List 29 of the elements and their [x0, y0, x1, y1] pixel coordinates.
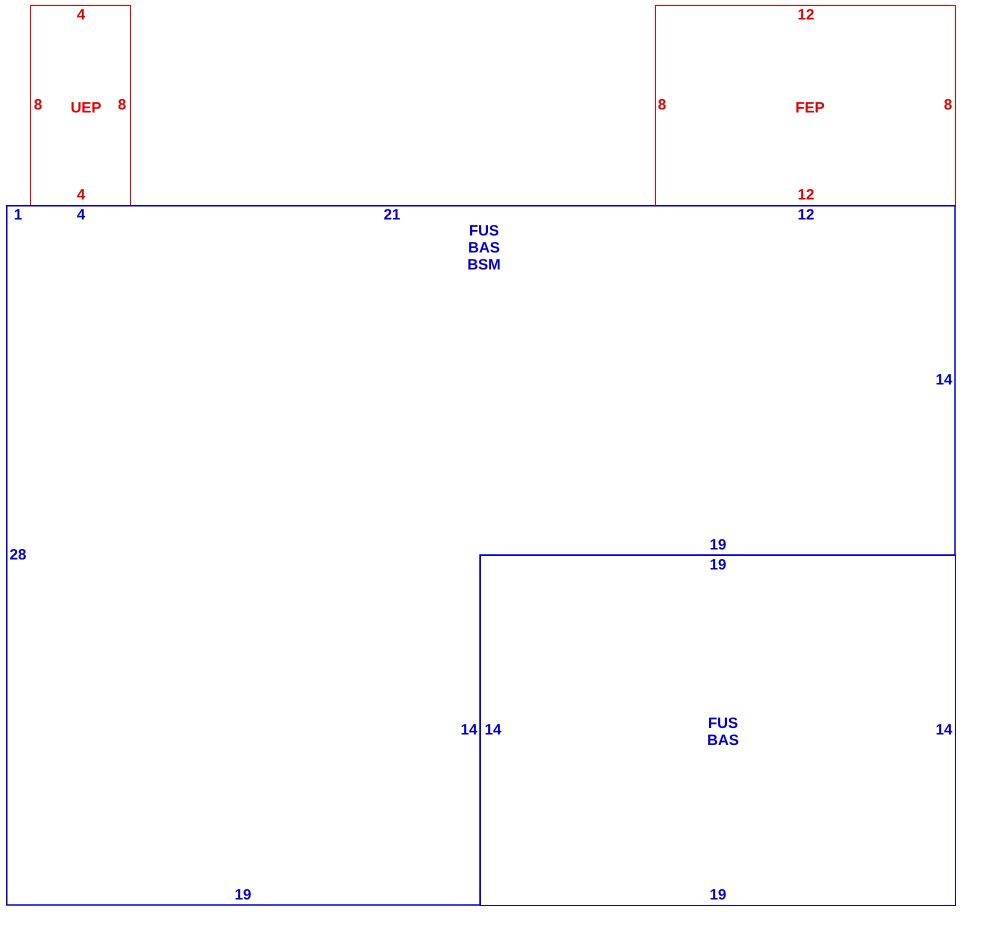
dimension-label: 8 — [944, 96, 952, 114]
dimension-label: 8 — [34, 96, 42, 114]
dimension-label: 19 — [710, 536, 726, 554]
dimension-label: 21 — [384, 206, 400, 224]
room-code: FEP — [794, 100, 826, 116]
dimension-label: 19 — [710, 556, 726, 574]
room-area — [655, 5, 956, 206]
dimension-label: 12 — [798, 6, 814, 24]
dimension-label: 8 — [658, 96, 666, 114]
dimension-label: 4 — [76, 186, 86, 204]
dimension-label: 8 — [118, 96, 126, 114]
dimension-label: 12 — [798, 206, 814, 224]
room-code: FUS BAS BSM — [466, 222, 502, 274]
dimension-label: 14 — [936, 372, 952, 388]
room-area — [480, 555, 956, 906]
dimension-label: 4 — [76, 206, 86, 224]
dimension-label: 12 — [798, 186, 814, 204]
room-code: UEP — [70, 100, 102, 116]
room-area — [30, 5, 131, 206]
room-code: FUS BAS — [706, 715, 740, 749]
dimension-label: 14 — [460, 722, 478, 738]
dimension-label: 14 — [484, 722, 502, 738]
dimension-label: 19 — [710, 886, 726, 904]
dimension-label: 4 — [76, 6, 86, 24]
dimension-label: 1 — [14, 206, 22, 224]
dimension-label: 14 — [936, 722, 952, 738]
room-area — [6, 205, 956, 906]
dimension-label: 19 — [234, 886, 252, 904]
dimension-label: 28 — [10, 546, 26, 564]
